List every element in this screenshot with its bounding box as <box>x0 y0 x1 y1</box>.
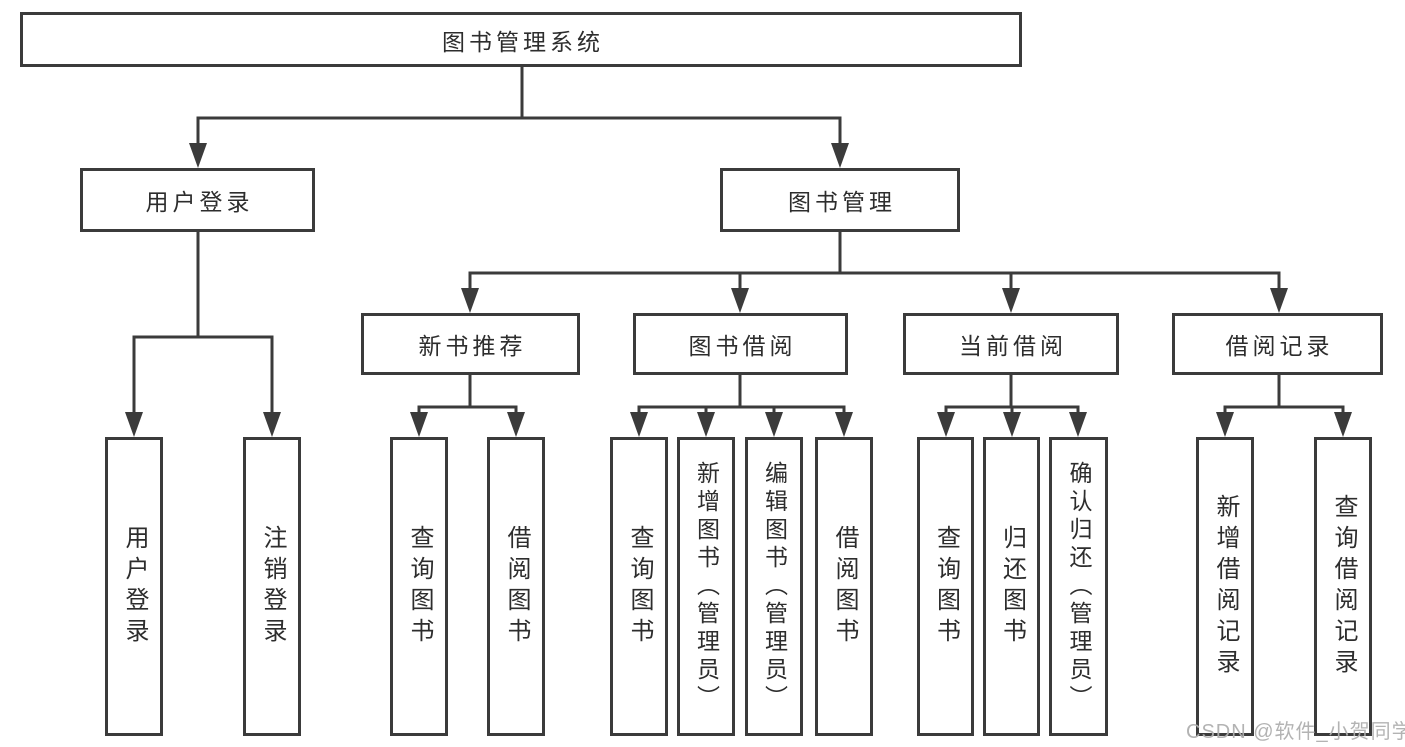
leaf-user-login-label: 用户登录 <box>121 524 148 649</box>
watermark: CSDN @软件_小贺同学 <box>1186 721 1405 743</box>
leaf-borrow-books-label: 借阅图书 <box>831 524 858 649</box>
node-root-label: 图书管理系统 <box>442 28 604 55</box>
node-current-borrowing-label: 当前借阅 <box>959 333 1067 359</box>
leaf-add-borrow-record-label: 新增借阅记录 <box>1212 493 1239 680</box>
leaf-add-books-admin: 新增图书（管理员） <box>677 437 735 736</box>
node-new-book-recommendation-label: 新书推荐 <box>418 333 527 359</box>
leaf-borrow-books-recommendation-label: 借阅图书 <box>503 524 530 649</box>
leaf-return-books: 归还图书 <box>983 437 1040 736</box>
leaf-logout-label: 注销登录 <box>259 524 286 649</box>
leaf-edit-books-admin: 编辑图书（管理员） <box>745 437 803 736</box>
leaf-user-login: 用户登录 <box>105 437 163 736</box>
node-borrowing-records-label: 借阅记录 <box>1225 333 1334 359</box>
node-borrowing-records: 借阅记录 <box>1172 313 1383 375</box>
node-root: 图书管理系统 <box>20 12 1022 67</box>
node-book-borrowing-label: 图书借阅 <box>688 333 797 359</box>
leaf-query-books-recommendation: 查询图书 <box>390 437 448 736</box>
leaf-query-books-borrowing-label: 查询图书 <box>626 524 653 649</box>
node-current-borrowing: 当前借阅 <box>903 313 1119 375</box>
leaf-borrow-books: 借阅图书 <box>815 437 873 736</box>
node-user-login: 用户登录 <box>80 168 315 232</box>
leaf-confirm-return-admin-label: 确认归还（管理员） <box>1066 460 1092 713</box>
leaf-logout: 注销登录 <box>243 437 301 736</box>
leaf-edit-books-admin-label: 编辑图书（管理员） <box>761 460 788 713</box>
leaf-confirm-return-admin: 确认归还（管理员） <box>1049 437 1108 736</box>
leaf-add-borrow-record: 新增借阅记录 <box>1196 437 1254 736</box>
leaf-add-books-admin-label: 新增图书（管理员） <box>693 460 720 713</box>
node-book-management: 图书管理 <box>720 168 960 232</box>
leaf-query-books-borrowing: 查询图书 <box>610 437 668 736</box>
node-user-login-label: 用户登录 <box>145 189 254 215</box>
leaf-return-books-label: 归还图书 <box>998 524 1026 649</box>
leaf-query-books-recommendation-label: 查询图书 <box>406 524 433 649</box>
leaf-query-books-current: 查询图书 <box>917 437 974 736</box>
node-new-book-recommendation: 新书推荐 <box>361 313 580 375</box>
leaf-borrow-books-recommendation: 借阅图书 <box>487 437 545 736</box>
leaf-query-borrow-record-label: 查询借阅记录 <box>1330 493 1357 680</box>
node-book-management-label: 图书管理 <box>788 189 896 215</box>
node-book-borrowing: 图书借阅 <box>633 313 848 375</box>
leaf-query-borrow-record: 查询借阅记录 <box>1314 437 1372 736</box>
leaf-query-books-current-label: 查询图书 <box>932 524 960 649</box>
